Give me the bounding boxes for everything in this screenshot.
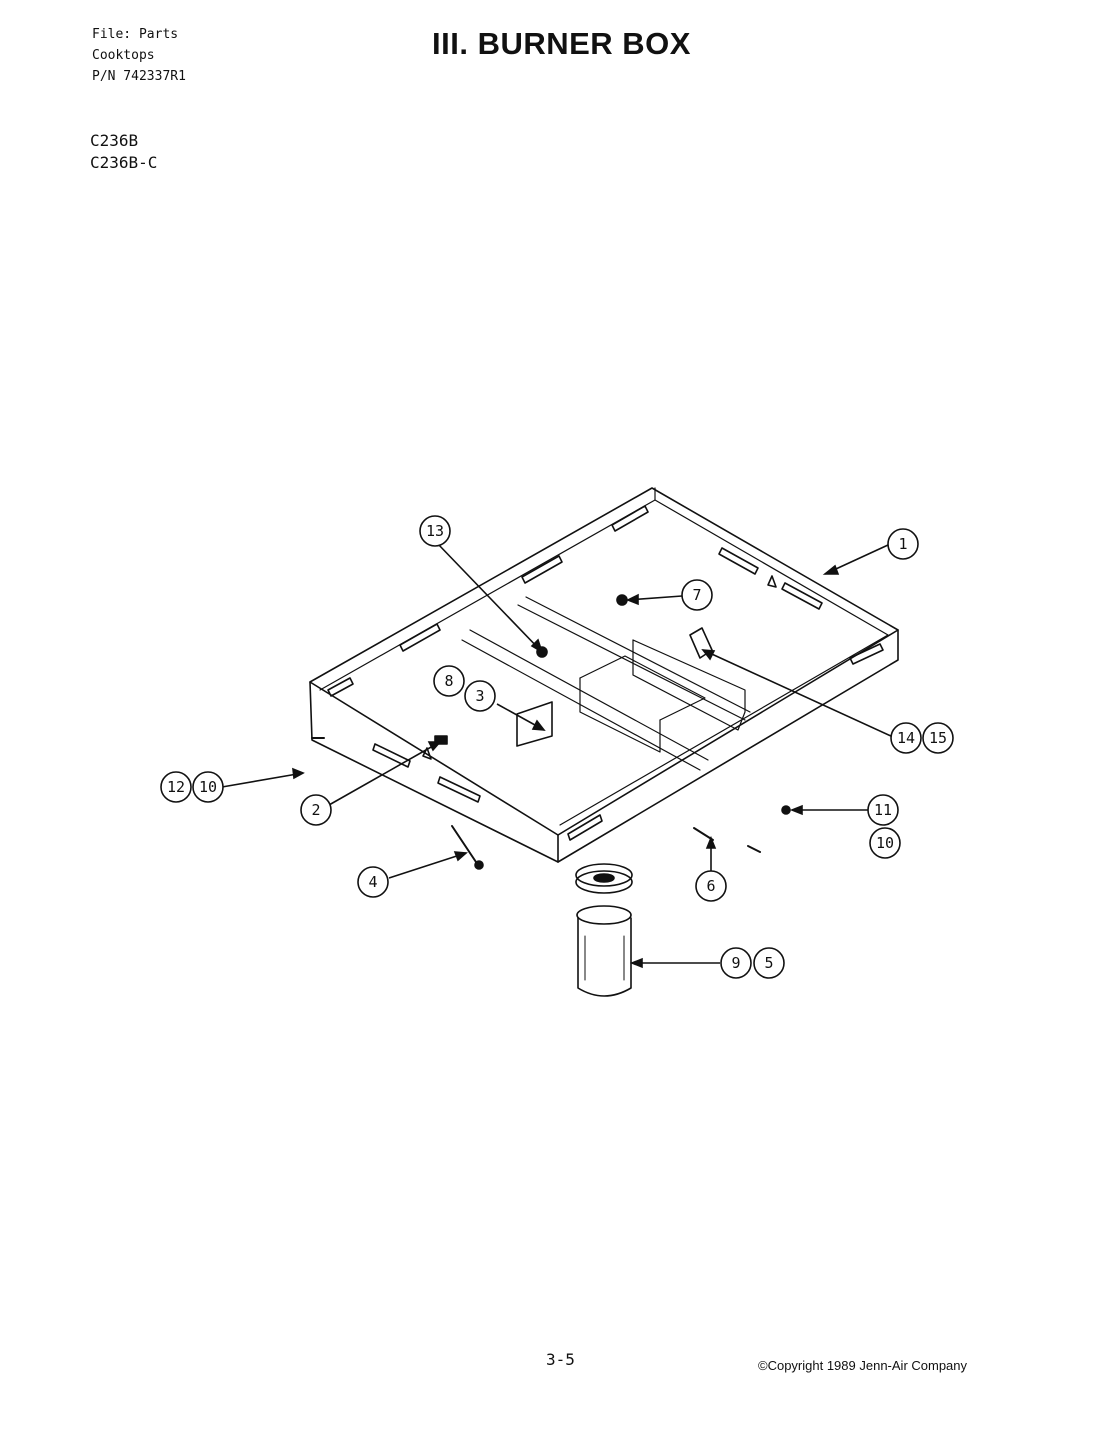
svg-text:15: 15 (929, 729, 947, 747)
callout-1: 1 (887, 528, 919, 560)
callout-5: 5 (753, 947, 785, 979)
svg-text:8: 8 (444, 672, 453, 690)
svg-text:13: 13 (426, 522, 444, 540)
page-title: III. BURNER BOX (432, 26, 691, 61)
leader-lines (221, 542, 894, 969)
callout-11: 11 (867, 794, 899, 826)
file-line: File: Parts (92, 27, 179, 42)
callout-4: 4 (357, 866, 389, 898)
model-list: C236B C236B-C (90, 130, 157, 174)
model-number: C236B (90, 131, 139, 150)
bracket-part (516, 701, 553, 747)
callout-14: 14 (890, 722, 922, 754)
svg-text:10: 10 (199, 778, 217, 796)
box-right-side (557, 629, 899, 863)
callout-13: 13 (419, 515, 451, 547)
svg-text:14: 14 (897, 729, 915, 747)
svg-text:7: 7 (692, 586, 701, 604)
part-number: P/N 742337R1 (92, 69, 186, 84)
callout-12: 12 (160, 771, 192, 803)
svg-text:6: 6 (706, 877, 715, 895)
callout-10a: 10 (192, 771, 224, 803)
svg-text:4: 4 (368, 873, 377, 891)
svg-text:10: 10 (876, 834, 894, 852)
callout-7: 7 (681, 579, 713, 611)
model-number: C236B-C (90, 153, 158, 172)
copyright-notice: ©Copyright 1989 Jenn-Air Company (758, 1358, 968, 1373)
svg-text:1: 1 (898, 535, 907, 553)
file-info: File: Parts Cooktops P/N 742337R1 (92, 24, 186, 87)
box-front-side (309, 681, 559, 863)
callout-6: 6 (695, 870, 727, 902)
page-number: 3-5 (546, 1350, 575, 1369)
svg-text:11: 11 (874, 801, 892, 819)
callout-15: 15 (922, 722, 954, 754)
callouts: 1 2 3 4 5 6 7 8 9 10 10 11 12 13 14 15 (160, 515, 954, 979)
burner-box-drawing (309, 487, 899, 997)
svg-text:3: 3 (475, 687, 484, 705)
callout-8: 8 (433, 665, 465, 697)
file-line: Cooktops (92, 48, 155, 63)
svg-text:5: 5 (764, 954, 773, 972)
svg-text:9: 9 (731, 954, 740, 972)
svg-text:12: 12 (167, 778, 185, 796)
callout-2: 2 (300, 794, 332, 826)
svg-text:2: 2 (311, 801, 320, 819)
callout-3: 3 (464, 680, 496, 712)
callout-10b: 10 (869, 827, 901, 859)
callout-9: 9 (720, 947, 752, 979)
